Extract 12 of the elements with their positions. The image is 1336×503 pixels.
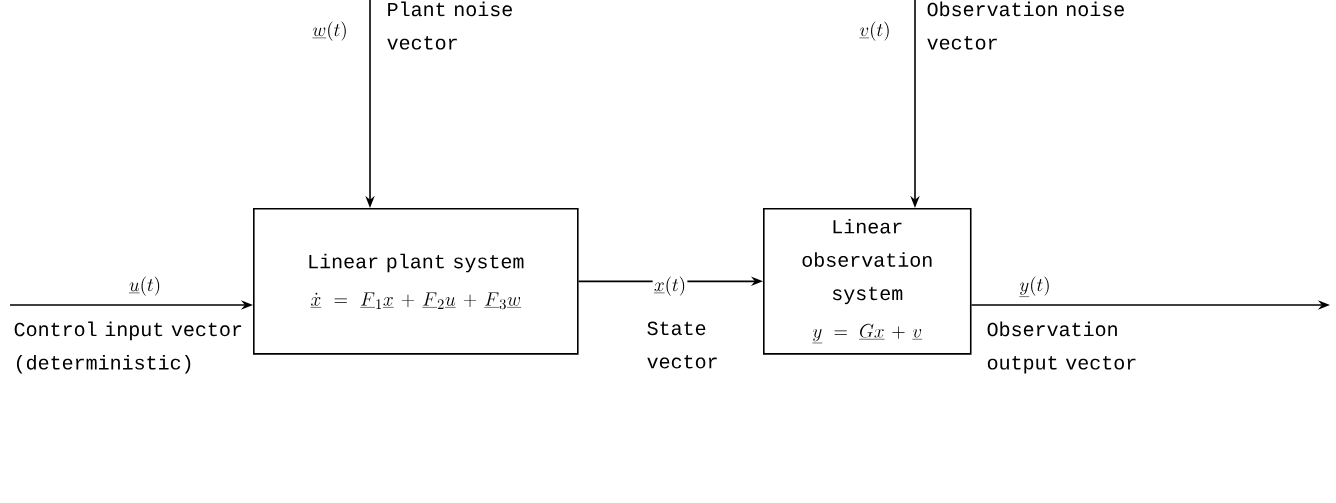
edge-label: $\underline{y}(t)$	[1019, 276, 1049, 297]
note-text: Control input vector (deterministic)	[14, 321, 242, 374]
note-text: Plant noise vector	[387, 1, 512, 50]
note-text: State vector	[647, 321, 717, 369]
system-box: Linear observation system $\underline{y} = \underline{G}\underline{x} + \underline{v}$	[763, 208, 972, 355]
system-box: Linear plant system $\underline{\dot{x}} = \underline{F}_1\underline{x} + \underline{F}_2\underline{u} + \underline{F}_3\underline{w}$	[253, 208, 579, 355]
edge-label: $\underline{v}(t)$	[859, 21, 889, 41]
edge-label: $\underline{w}(t)$	[312, 21, 346, 41]
edge-label: $\underline{x}(t)$	[653, 276, 685, 296]
note-text: Observation output vector	[987, 321, 1136, 374]
note-text: Observation noise vector	[927, 1, 1124, 50]
edge-label: $\underline{u}(t)$	[128, 276, 160, 296]
